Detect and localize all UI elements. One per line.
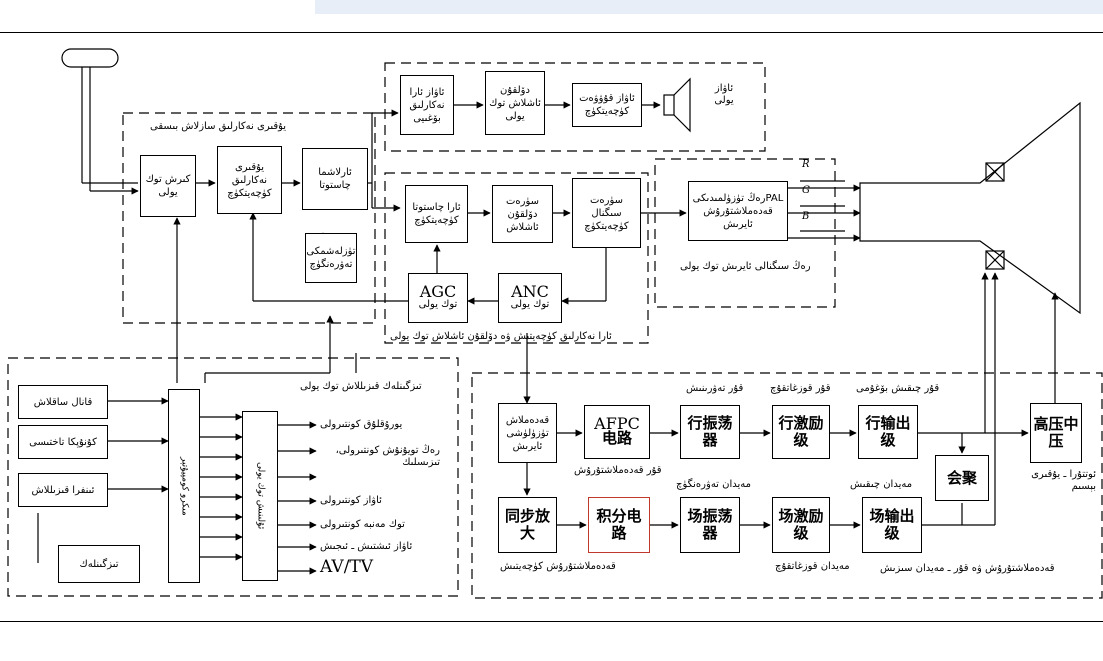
agc-block: AGC توك يولى (408, 273, 468, 323)
afpc-sub: 电路 (601, 429, 632, 447)
ctrl-saturation: رەڭ تويۇنۇش كونتىرولى، تىزىسلىك (335, 445, 440, 468)
if-section-label: ئارا نەكارلىق كۈچەيتىش ۋە دۆلقۇن ئاشلاش … (390, 331, 612, 342)
focus-block: 会聚 (935, 455, 989, 501)
section-scan (471, 372, 1103, 599)
h-out-label: قۇر چىقىش بۆغۇمى (856, 383, 940, 394)
section-audio (384, 62, 766, 152)
afpc-label: قۇر قەدەملاشتۇرۇش (574, 465, 662, 476)
control-block: تىزگىنلەك (58, 545, 140, 583)
cpu-label: مىكرو كومپيۇتېر (179, 456, 190, 516)
hv-label: ئوتتۇرا ـ يۇقىرى بېسىم (1031, 469, 1096, 492)
section-if (384, 172, 649, 344)
sync-amp-block: 同步放大 (498, 497, 557, 553)
crt-coil-bottom (985, 250, 1005, 270)
h-drive-label: قۇر قوزغاتقۇچ (770, 383, 831, 394)
ctrl-power: توك مەنبە كونتىرولى (320, 519, 405, 530)
ctrl-volume: ئاۋاز كونتىرولى (320, 495, 382, 506)
h-osc-block: 行振荡器 (680, 405, 740, 459)
g-label: G (802, 185, 810, 196)
v-out-block: 场输出级 (862, 497, 922, 553)
interface-block: ئۇلىنىش توك يولى (242, 411, 278, 581)
crt-coil-top (985, 162, 1005, 182)
pal-decoder-block: PALرەڭ تۈزۈلمىدىكى قەدەملاشتۇرۇش ئايرىش (688, 181, 788, 241)
sync-sep-block: قەدەملاش تۈزۈلۈشى ئايرىش (498, 403, 557, 463)
crt-tube (859, 101, 1081, 315)
afpc-title: AFPC (594, 414, 640, 433)
audio-if-block: ئاۋاز ئارا نەكارلىق بۆغىيى (400, 75, 454, 135)
tuner-block: كىرش توك يولى (140, 155, 196, 217)
local-osc-block: تۈزلەشمكى تەۋرەنگۈچ (305, 233, 357, 283)
keypad-block: كۇنۇپكا تاختىسى (18, 425, 108, 459)
h-osc-label: قۇر تەۋرىنىش (686, 383, 744, 394)
control-section-label: تىزگىنلەك قىزىللاش توك يولى (300, 381, 422, 392)
h-out-block: 行输出级 (858, 405, 918, 459)
audio-demod-block: دۆلقۇن ئاشلاش توك يولى (485, 71, 545, 135)
hf-amp-block: يۇقىرى نەكارلىق كۈچەيتكۈچ (217, 146, 282, 214)
r-label: R (802, 159, 810, 170)
section-hf (122, 112, 376, 324)
video-amp-block: سۈرەت سىگنال كۈچەيتكۈچ (572, 178, 641, 248)
section-color (654, 158, 836, 308)
cpu-block: مىكرو كومپيۇتېر (168, 389, 200, 583)
video-det-block: سۈرەت دۆلقۇن ئاشلاش (492, 185, 553, 243)
ctrl-brightness: يورۇقلۇق كونتىرولى (320, 419, 403, 430)
agc-sub: توك يولى (418, 299, 458, 310)
anc-block: ANC توك يولى (498, 273, 562, 323)
audio-amp-block: ئاۋاز قۇۋۋەت كۈچەيتكۈچ (572, 83, 642, 127)
b-label: B (802, 211, 810, 222)
hv-block: 高压中压 (1030, 403, 1082, 463)
scan-section-label: قەدەملاشتۇرۇش ۋە قۇر ـ مەيدان سىزىش (880, 563, 1055, 574)
section-control (7, 357, 459, 597)
color-section-label: رەڭ سىگنالى ئايرىش توك يولى (680, 261, 811, 272)
v-osc-label: مەيدان تەۋرەنگۈچ (676, 479, 752, 490)
v-drive-label: مەيدان قوزغاتقۇچ (775, 561, 850, 572)
channel-select-block: قانال ساقلاش (18, 385, 108, 419)
block-diagram-frame: ئاۋاز ئارا نەكارلىق بۆغىيى دۆلقۇن ئاشلاش… (0, 32, 1103, 622)
speaker-icon (663, 94, 675, 116)
avtv-label: AV/TV (320, 557, 374, 577)
mixer-block: ئارلاشما چاستوتا (302, 148, 368, 210)
agc-title: AGC (419, 282, 457, 301)
antenna (61, 48, 119, 68)
top-banner (315, 0, 1103, 14)
anc-sub: توك يولى (510, 299, 550, 310)
interface-label: ئۇلىنىش توك يولى (255, 462, 266, 530)
anc-title: ANC (511, 282, 549, 301)
speaker-label: ئاۋاز يولى (714, 83, 734, 106)
v-drive-block: 场激励级 (772, 497, 830, 553)
hf-section-label: يۇقىرى نەكارلىق سازلاش بىسقى (150, 121, 287, 132)
v-out-label: مەيدان چىقىش (850, 479, 913, 490)
remote-block: ئىنفرا قىزىللاش (18, 473, 108, 507)
ctrl-mute: ئاۋاز ئىشتىش ـ ئىجىش (320, 541, 413, 552)
v-osc-block: 场振荡器 (680, 497, 740, 553)
if-amp-block: ئارا چاستوتا كۈچەيتكۈچ (405, 185, 468, 243)
h-drive-block: 行激励级 (772, 405, 830, 459)
afpc-block: AFPC 电路 (584, 405, 650, 459)
integrator-block: 积分电路 (588, 497, 650, 553)
sync-label: قەدەملاشتۇرۇش كۈچەيتىش (500, 561, 616, 572)
